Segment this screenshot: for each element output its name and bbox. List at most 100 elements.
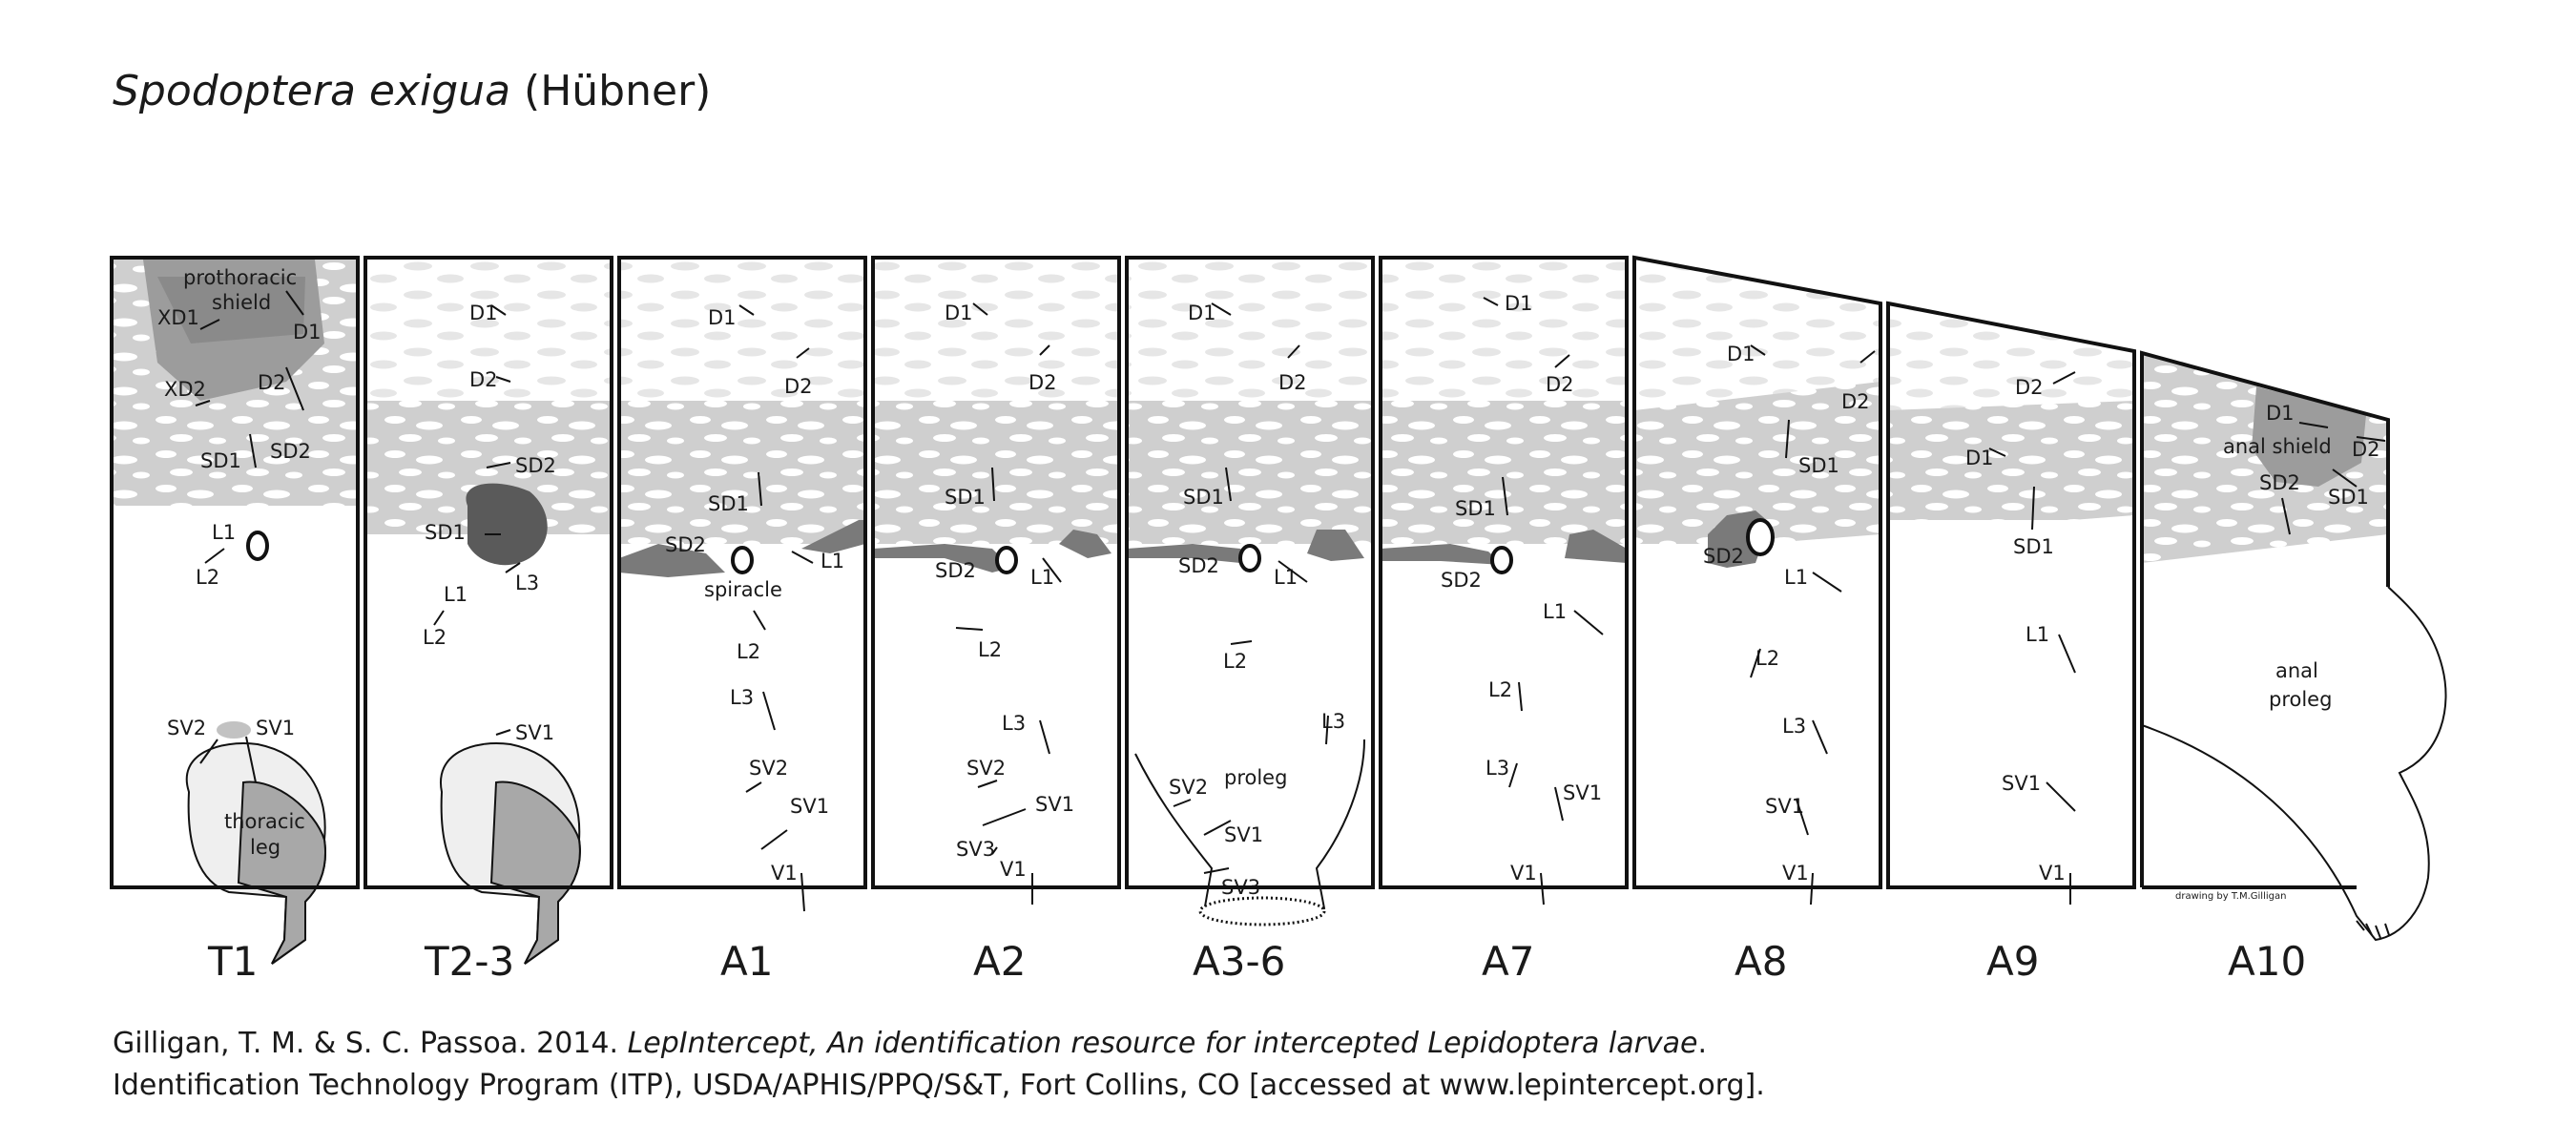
segment-box-A3-6: [1125, 256, 1375, 889]
dark-band: [873, 544, 1011, 572]
seta-SV2: SV2: [966, 757, 1006, 780]
segment-A1: D1 D2 SD1 SD2 L1 spiracle L2 L3 SV2 SV1 …: [617, 256, 867, 985]
label-anal-proleg-line2: proleg: [2269, 688, 2332, 711]
drawing-credit: drawing by T.M.Gilligan: [2175, 891, 2286, 902]
seta-L3: L3: [1002, 712, 1026, 735]
seta-SD1: SD1: [1798, 454, 1839, 477]
segment-A7: D1 D2 SD1 SD2 L1 L2 L3 SV1 V1 A7: [1379, 256, 1629, 985]
seta-SD1: SD1: [425, 521, 466, 544]
seta-D2: D2: [1841, 390, 1870, 413]
seta-XD1: XD1: [157, 306, 199, 329]
seta-SV1: SV1: [1035, 793, 1074, 816]
segment-T2-3: D1 D2 SD2 SD1 L1 L3 L2 SV1 T2-3: [364, 256, 613, 985]
segment-label-A2: A2: [973, 938, 1026, 985]
label-shield-line1: prothoracic: [183, 266, 297, 289]
segment-box-A8: [1632, 255, 1882, 889]
segment-A9: D2 D1 SD1 L1 SV1 V1 A9: [1886, 301, 2136, 985]
seta-V1: V1: [1782, 862, 1809, 885]
seta-D1: D1: [1188, 302, 1216, 324]
species-author: (Hübner): [524, 67, 712, 115]
seta-proleg: proleg: [1224, 766, 1287, 789]
label-anal-shield: anal shield: [2223, 435, 2332, 458]
seta-D2: D2: [2352, 438, 2380, 461]
label-shield-line2: shield: [212, 291, 271, 314]
segment-T1: prothoracic shield XD1 D1 XD2 D2 SD1 SD2…: [110, 256, 360, 985]
seta-SD2: SD2: [1178, 554, 1219, 577]
thoracic-leg-inner: [489, 781, 581, 965]
shield-inner: [157, 277, 305, 344]
seta-SD2: SD2: [2259, 471, 2300, 494]
seta-SV1: SV1: [256, 717, 295, 739]
seta-SD2: SD2: [270, 440, 311, 463]
seta-D2: D2: [1546, 373, 1574, 396]
dark-band: [1127, 544, 1259, 565]
dark-band: [1565, 530, 1627, 563]
seta-SD1: SD1: [945, 486, 986, 509]
segment-A8: D1 D2 SD1 SD2 L1 L2 L3 SV1 V1 A8: [1632, 255, 1882, 985]
seta-L3: L3: [730, 686, 754, 709]
seta-L1: L1: [444, 583, 467, 606]
seta-D1: D1: [469, 302, 498, 324]
seta-L1: L1: [1543, 600, 1567, 623]
seta-SD1: SD1: [2328, 486, 2369, 509]
seta-SV2: SV2: [1169, 776, 1208, 799]
spiracle: [731, 546, 754, 574]
citation-period: .: [1697, 1027, 1708, 1060]
seta-SD1: SD1: [2013, 535, 2054, 558]
segment-label-A10: A10: [2228, 938, 2306, 985]
seta-SD2: SD2: [935, 559, 976, 582]
seta-V1: V1: [1510, 862, 1537, 885]
dark-band: [1307, 530, 1364, 561]
seta-SV2: SV2: [167, 717, 206, 739]
seta-D1: D1: [293, 321, 322, 344]
segment-box-A2: [871, 256, 1121, 889]
thoracic-leg-inner: [237, 781, 326, 965]
seta-SD2: SD2: [515, 454, 556, 477]
citation-line-2: Identification Technology Program (ITP),…: [113, 1069, 1765, 1102]
segment-A3-6: D1 D2 SD1 SD2 L1 L2 L3 proleg SV2 SV1 SV…: [1125, 256, 1375, 985]
seta-L3: L3: [515, 572, 539, 594]
label-anal-proleg-line1: anal: [2275, 659, 2318, 682]
seta-SD1: SD1: [200, 449, 241, 472]
seta-XD2: XD2: [164, 378, 206, 401]
seta-L1: L1: [2025, 623, 2049, 646]
seta-SV1: SV1: [790, 795, 829, 818]
spiracle: [1238, 544, 1261, 572]
seta-L1: L1: [212, 521, 236, 544]
citation-title: LepIntercept, An identification resource…: [627, 1027, 1698, 1060]
segment-label-T2-3: T2-3: [424, 938, 514, 985]
label-leg-line2: leg: [250, 836, 280, 859]
species-title: Spodoptera exigua (Hübner): [113, 67, 711, 115]
seta-L2: L2: [196, 566, 219, 589]
seta-L3: L3: [1321, 710, 1345, 733]
species-name: Spodoptera exigua: [113, 67, 511, 115]
seta-V1: V1: [2039, 862, 2066, 885]
seta-SV2: SV2: [749, 757, 788, 780]
seta-D2: D2: [1278, 371, 1307, 394]
seta-SV1: SV1: [515, 721, 554, 744]
spiracle: [995, 546, 1018, 574]
spiracle: [1490, 546, 1513, 574]
seta-L2: L2: [1488, 678, 1512, 701]
citation-authors: Gilligan, T. M. & S. C. Passoa. 2014.: [113, 1027, 628, 1060]
label-leg-line1: thoracic: [224, 810, 305, 833]
seta-D1: D1: [708, 306, 737, 329]
seta-L1: L1: [821, 550, 844, 572]
dark-patch: [466, 483, 548, 566]
seta-L2: L2: [423, 626, 447, 649]
seta-SD1: SD1: [708, 492, 749, 515]
seta-SD1: SD1: [1183, 486, 1224, 509]
spiracle: [1746, 518, 1775, 556]
segment-box-A1: [617, 256, 867, 889]
seta-D1: D1: [1505, 292, 1533, 315]
segment-A2: D1 D2 SD1 SD2 L1 L2 L3 SV2 SV1 SV3 V1 A2: [871, 256, 1121, 985]
seta-L2: L2: [978, 638, 1002, 661]
seta-SV1: SV1: [1765, 795, 1804, 818]
seta-D2: D2: [784, 375, 813, 398]
seta-SD2: SD2: [665, 533, 706, 556]
seta-L1: L1: [1274, 566, 1298, 589]
seta-D2: D2: [469, 368, 498, 391]
segment-label-A7: A7: [1482, 938, 1534, 985]
dark-band: [619, 544, 725, 577]
